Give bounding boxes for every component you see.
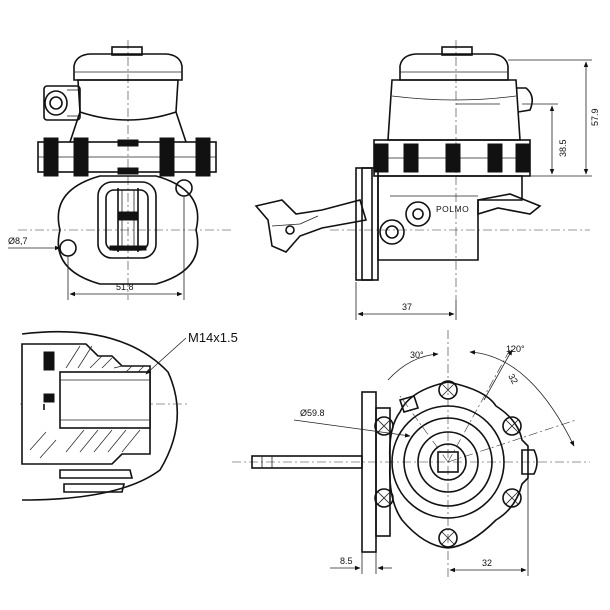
dim-lever-offset: 37 xyxy=(402,302,412,312)
dim-hole-diameter: Ø8,7 xyxy=(8,236,28,246)
brand-marking: POLMO xyxy=(436,204,469,214)
thread-spec-label: M14x1.5 xyxy=(188,330,238,345)
dim-flange-width: 51.8 xyxy=(116,282,134,292)
thread-detail-view: M14x1.5 xyxy=(20,330,238,501)
dim-flange-thickness: 8.5 xyxy=(340,556,353,566)
dim-angle-120: 120° xyxy=(506,344,525,354)
dim-bolt-circle: Ø59.8 xyxy=(300,408,325,418)
dim-height-upper: 38.5 xyxy=(558,139,568,157)
side-view: POLMO 38.5 57.9 37 xyxy=(254,40,600,320)
dim-height-total: 57.9 xyxy=(590,108,600,126)
front-view: Ø8,7 51.8 xyxy=(8,40,232,300)
dim-radius-32: 32 xyxy=(506,372,520,386)
dim-outlet-offset: 32 xyxy=(482,558,492,568)
dim-angle-30: 30° xyxy=(410,350,424,360)
plan-view: 30° 120° 32 Ø59.8 8.5 32 xyxy=(232,330,590,580)
